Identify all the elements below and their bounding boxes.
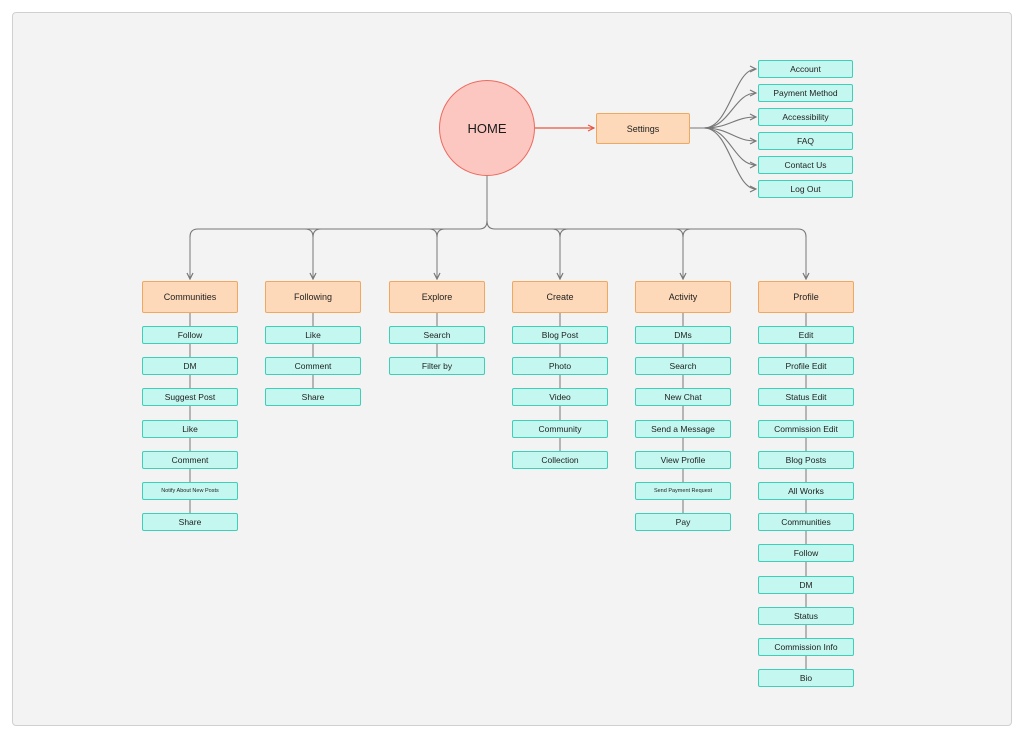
home-node[interactable]: HOME (439, 80, 535, 176)
item-profile-edit[interactable]: Edit (758, 326, 854, 344)
item-activity-search[interactable]: Search (635, 357, 731, 375)
item-activity-pay[interactable]: Pay (635, 513, 731, 531)
settings-item-payment-method[interactable]: Payment Method (758, 84, 853, 102)
settings-link-accessibility (690, 117, 756, 129)
section-explore[interactable]: Explore (389, 281, 485, 313)
item-profile-commission-info[interactable]: Commission Info (758, 638, 854, 656)
item-profile-status[interactable]: Status (758, 607, 854, 625)
item-create-community[interactable]: Community (512, 420, 608, 438)
item-explore-search[interactable]: Search (389, 326, 485, 344)
branch-corner-profile (797, 228, 807, 238)
item-communities-share[interactable]: Share (142, 513, 238, 531)
item-profile-bio[interactable]: Bio (758, 669, 854, 687)
settings-link-contact-us (690, 127, 756, 165)
item-profile-blog-posts[interactable]: Blog Posts (758, 451, 854, 469)
item-communities-comment[interactable]: Comment (142, 451, 238, 469)
branch-corner-create (551, 228, 569, 238)
branch-corner-explore (428, 228, 446, 238)
item-profile-dm[interactable]: DM (758, 576, 854, 594)
section-following[interactable]: Following (265, 281, 361, 313)
settings-node[interactable]: Settings (596, 113, 690, 144)
item-profile-status-edit[interactable]: Status Edit (758, 388, 854, 406)
branch-corner-communities (189, 228, 199, 238)
settings-link-log-out (690, 127, 756, 189)
item-activity-new-chat[interactable]: New Chat (635, 388, 731, 406)
item-following-share[interactable]: Share (265, 388, 361, 406)
item-activity-view-profile[interactable]: View Profile (635, 451, 731, 469)
item-profile-commission-edit[interactable]: Commission Edit (758, 420, 854, 438)
item-communities-notify-about-new-posts[interactable]: Notify About New Posts (142, 482, 238, 500)
item-activity-send-payment-request[interactable]: Send Payment Request (635, 482, 731, 500)
branch-corner-following (304, 228, 322, 238)
settings-item-contact-us[interactable]: Contact Us (758, 156, 853, 174)
settings-item-faq[interactable]: FAQ (758, 132, 853, 150)
settings-link-faq (690, 127, 756, 141)
item-activity-dms[interactable]: DMs (635, 326, 731, 344)
section-communities[interactable]: Communities (142, 281, 238, 313)
item-activity-send-a-message[interactable]: Send a Message (635, 420, 731, 438)
item-create-collection[interactable]: Collection (512, 451, 608, 469)
item-explore-filter-by[interactable]: Filter by (389, 357, 485, 375)
section-create[interactable]: Create (512, 281, 608, 313)
branch-corner-activity (674, 228, 692, 238)
section-profile[interactable]: Profile (758, 281, 854, 313)
item-create-video[interactable]: Video (512, 388, 608, 406)
item-communities-suggest-post[interactable]: Suggest Post (142, 388, 238, 406)
item-profile-follow[interactable]: Follow (758, 544, 854, 562)
section-activity[interactable]: Activity (635, 281, 731, 313)
item-following-like[interactable]: Like (265, 326, 361, 344)
settings-link-account (690, 69, 756, 129)
item-communities-like[interactable]: Like (142, 420, 238, 438)
item-create-blog-post[interactable]: Blog Post (512, 326, 608, 344)
settings-link-payment-method (690, 93, 756, 129)
home-trunk-corner-right (486, 220, 496, 230)
settings-item-log-out[interactable]: Log Out (758, 180, 853, 198)
settings-item-accessibility[interactable]: Accessibility (758, 108, 853, 126)
home-trunk-corner-left (478, 220, 488, 230)
item-following-comment[interactable]: Comment (265, 357, 361, 375)
item-create-photo[interactable]: Photo (512, 357, 608, 375)
item-communities-dm[interactable]: DM (142, 357, 238, 375)
item-profile-all-works[interactable]: All Works (758, 482, 854, 500)
item-profile-communities[interactable]: Communities (758, 513, 854, 531)
settings-item-account[interactable]: Account (758, 60, 853, 78)
item-profile-profile-edit[interactable]: Profile Edit (758, 357, 854, 375)
item-communities-follow[interactable]: Follow (142, 326, 238, 344)
